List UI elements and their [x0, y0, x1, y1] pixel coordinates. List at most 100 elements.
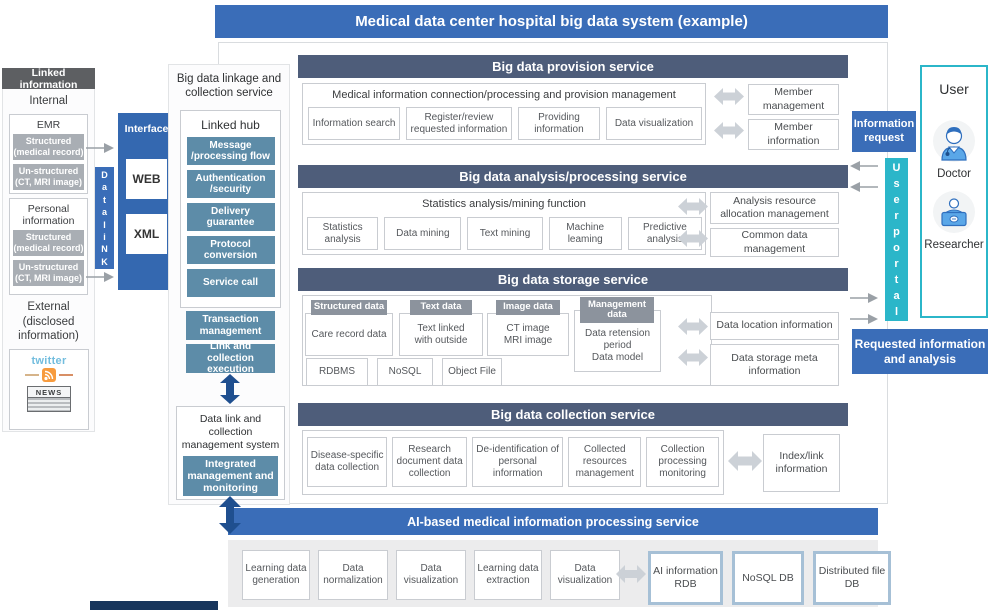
personal-structured: Structured (medical record) [13, 230, 84, 257]
storage-db-row: RDBMS NoSQL Object File [306, 358, 502, 386]
ai-db-items: AI information RDB NoSQL DB Distributed … [648, 551, 891, 605]
double-arrow-icon [616, 565, 646, 583]
ai-db-item: AI information RDB [648, 551, 723, 605]
user-title: User [939, 81, 969, 97]
ai-item: Data visualization [396, 550, 466, 600]
left-arrow-icon [850, 161, 878, 171]
user-box: User Doctor Researcher [920, 65, 988, 318]
hub-item: Authentication /security [186, 170, 275, 198]
db-item: RDBMS [306, 358, 368, 386]
double-arrow-icon [678, 349, 708, 366]
mgmt-title: Data link and collection management syst… [181, 413, 280, 452]
ai-item: Data normalization [318, 550, 388, 600]
service-item: Predictive analysis [627, 217, 703, 250]
emr-unstructured: Un-structured (CT, MRI image) [13, 164, 84, 190]
information-request-box: Information request [852, 111, 916, 152]
storage-group-body: Care record data [305, 313, 393, 356]
ai-item: Learning data generation [242, 550, 310, 600]
analysis-header: Big data analysis/processing service [298, 165, 848, 188]
analysis-items: Statistics analysis Data mining Text min… [307, 217, 703, 250]
hub-item: Protocol conversion [186, 236, 275, 264]
mgmt-item: Integrated management and monitoring [183, 456, 278, 497]
emr-structured: Structured (medical record) [13, 134, 84, 160]
vertical-double-arrow-icon [220, 374, 240, 404]
researcher-label: Researcher [924, 239, 984, 251]
personal-title: Personal information [22, 203, 75, 228]
service-item: Providing information [517, 107, 601, 140]
side-box: Analysis resource allocation management [710, 192, 839, 224]
feed-row [25, 368, 73, 382]
storage-group-tab: Text data [410, 300, 472, 315]
db-item: Object File [442, 358, 502, 386]
provision-box-title: Medical information connection/processin… [332, 89, 676, 101]
data-link-mgmt-box: Data link and collection management syst… [176, 406, 285, 500]
linked-hub-box: Linked hub Message /processing flow Auth… [180, 110, 281, 308]
ai-header: AI-based medical information processing … [228, 508, 878, 535]
service-item: Register/review requested information [406, 107, 512, 140]
double-arrow-icon [728, 451, 762, 471]
service-item: Statistics analysis [307, 217, 379, 250]
requested-info-box: Requested information and analysis [852, 329, 988, 374]
storage-group-tab: Image data [496, 300, 560, 315]
collection-items: Disease-specific data collection Researc… [307, 437, 719, 487]
db-item: NoSQL [377, 358, 433, 386]
ai-item: Data visualization [550, 550, 620, 600]
vertical-double-arrow-icon [219, 496, 241, 534]
service-item: Text mining [467, 217, 543, 250]
service-item: Data mining [384, 217, 462, 250]
ai-db-item: Distributed file DB [813, 551, 891, 605]
bottom-strip [90, 601, 218, 610]
right-arrow-icon [86, 272, 114, 282]
double-arrow-icon [678, 318, 708, 335]
left-arrow-icon [850, 182, 878, 192]
personal-unstructured: Un-structured (CT, MRI image) [13, 260, 84, 287]
internal-label: Internal [29, 95, 68, 107]
page-title: Medical data center hospital big data sy… [215, 5, 888, 38]
interface-xml: XML [126, 214, 167, 254]
emr-title: EMR [36, 119, 61, 131]
hub-item: Transaction management [186, 311, 275, 340]
collection-header: Big data collection service [298, 403, 848, 426]
right-arrow-icon [86, 143, 114, 153]
researcher-icon [933, 191, 975, 233]
side-box: Data location information [710, 312, 839, 340]
storage-group-tab: Management data [580, 297, 654, 323]
ai-items: Learning data generation Data normalizat… [242, 550, 620, 600]
doctor-label: Doctor [937, 168, 971, 180]
hub-item: Link and collection execution [186, 341, 275, 375]
interface-title: Interface [124, 123, 169, 135]
service-item: Collected resources management [568, 437, 642, 487]
double-arrow-icon [714, 88, 744, 105]
storage-group-tab: Structured data [311, 300, 387, 315]
external-label: External (disclosed information) [18, 301, 79, 343]
linked-hub-title: Linked hub [201, 118, 260, 132]
provision-items: Information search Register/review reque… [308, 107, 702, 140]
provision-header: Big data provision service [298, 55, 848, 78]
right-arrow-icon [850, 314, 878, 324]
interface-box: Interface WEB XML [118, 113, 175, 290]
side-box: Data storage meta information [710, 344, 839, 386]
news-lines [28, 398, 70, 411]
news-icon: NEWS [27, 386, 71, 412]
service-item: Research document data collection [392, 437, 467, 487]
double-arrow-icon [714, 122, 744, 139]
decorative-line [25, 374, 39, 376]
hub-item: Message /processing flow [186, 137, 275, 165]
doctor-icon [933, 120, 975, 162]
side-box: Member management [748, 84, 839, 115]
news-label: NEWS [28, 387, 70, 398]
storage-header: Big data storage service [298, 268, 848, 291]
external-source-box: twitter NEWS [9, 349, 89, 430]
rss-icon [42, 368, 56, 382]
decorative-line [59, 374, 73, 376]
personal-information-box: Personal information Structured (medical… [9, 198, 88, 295]
linked-information-header: Linked information [2, 67, 95, 91]
analysis-box-title: Statistics analysis/mining function [422, 198, 586, 210]
service-item: Machine leaming [548, 217, 622, 250]
service-item: Collection processing monitoring [646, 437, 719, 487]
